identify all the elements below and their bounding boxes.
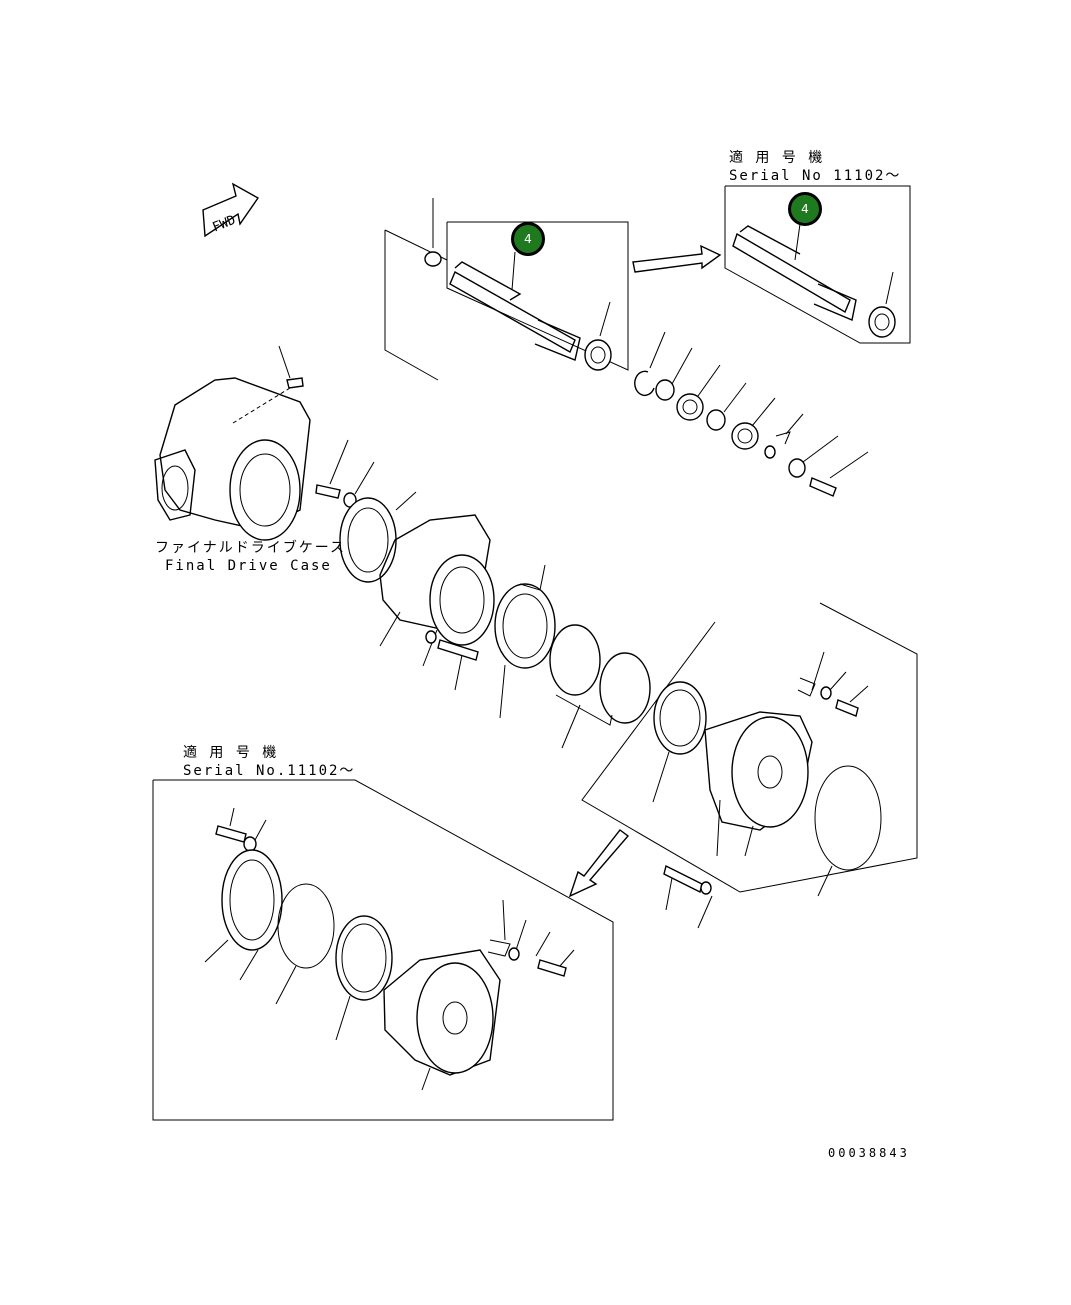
serial-bottom-en: Serial No.11102～: [183, 763, 356, 779]
fwd-arrow-icon: FWD: [202, 182, 260, 238]
serial-top-en: Serial No 11102～: [729, 168, 902, 184]
serial-bottom-jp: 適 用 号 機: [183, 745, 279, 761]
housing: [379, 514, 495, 691]
shaft-group-frame: [384, 198, 629, 381]
replacement-arrow-icon: [632, 244, 722, 273]
case-label-en: Final Drive Case: [165, 558, 332, 574]
part-callout-4-serial[interactable]: 4: [788, 192, 822, 226]
down-arrow-icon: [568, 829, 630, 898]
serial-top-jp: 適 用 号 機: [729, 150, 825, 166]
part-callout-4[interactable]: 4: [511, 222, 545, 256]
bottom-serial-frame: [152, 779, 614, 1121]
drawing-number: 00038843: [828, 1146, 910, 1160]
bearing: [339, 491, 417, 583]
final-drive-case: [154, 345, 375, 541]
gear-parts: [634, 331, 869, 497]
case-label-jp: ファイナルドライブケース: [155, 540, 347, 556]
seal-rings: [494, 564, 651, 749]
axle-shaft: [449, 261, 581, 361]
hub-group-frame: [581, 602, 918, 929]
serial-shaft-frame: [724, 185, 911, 344]
